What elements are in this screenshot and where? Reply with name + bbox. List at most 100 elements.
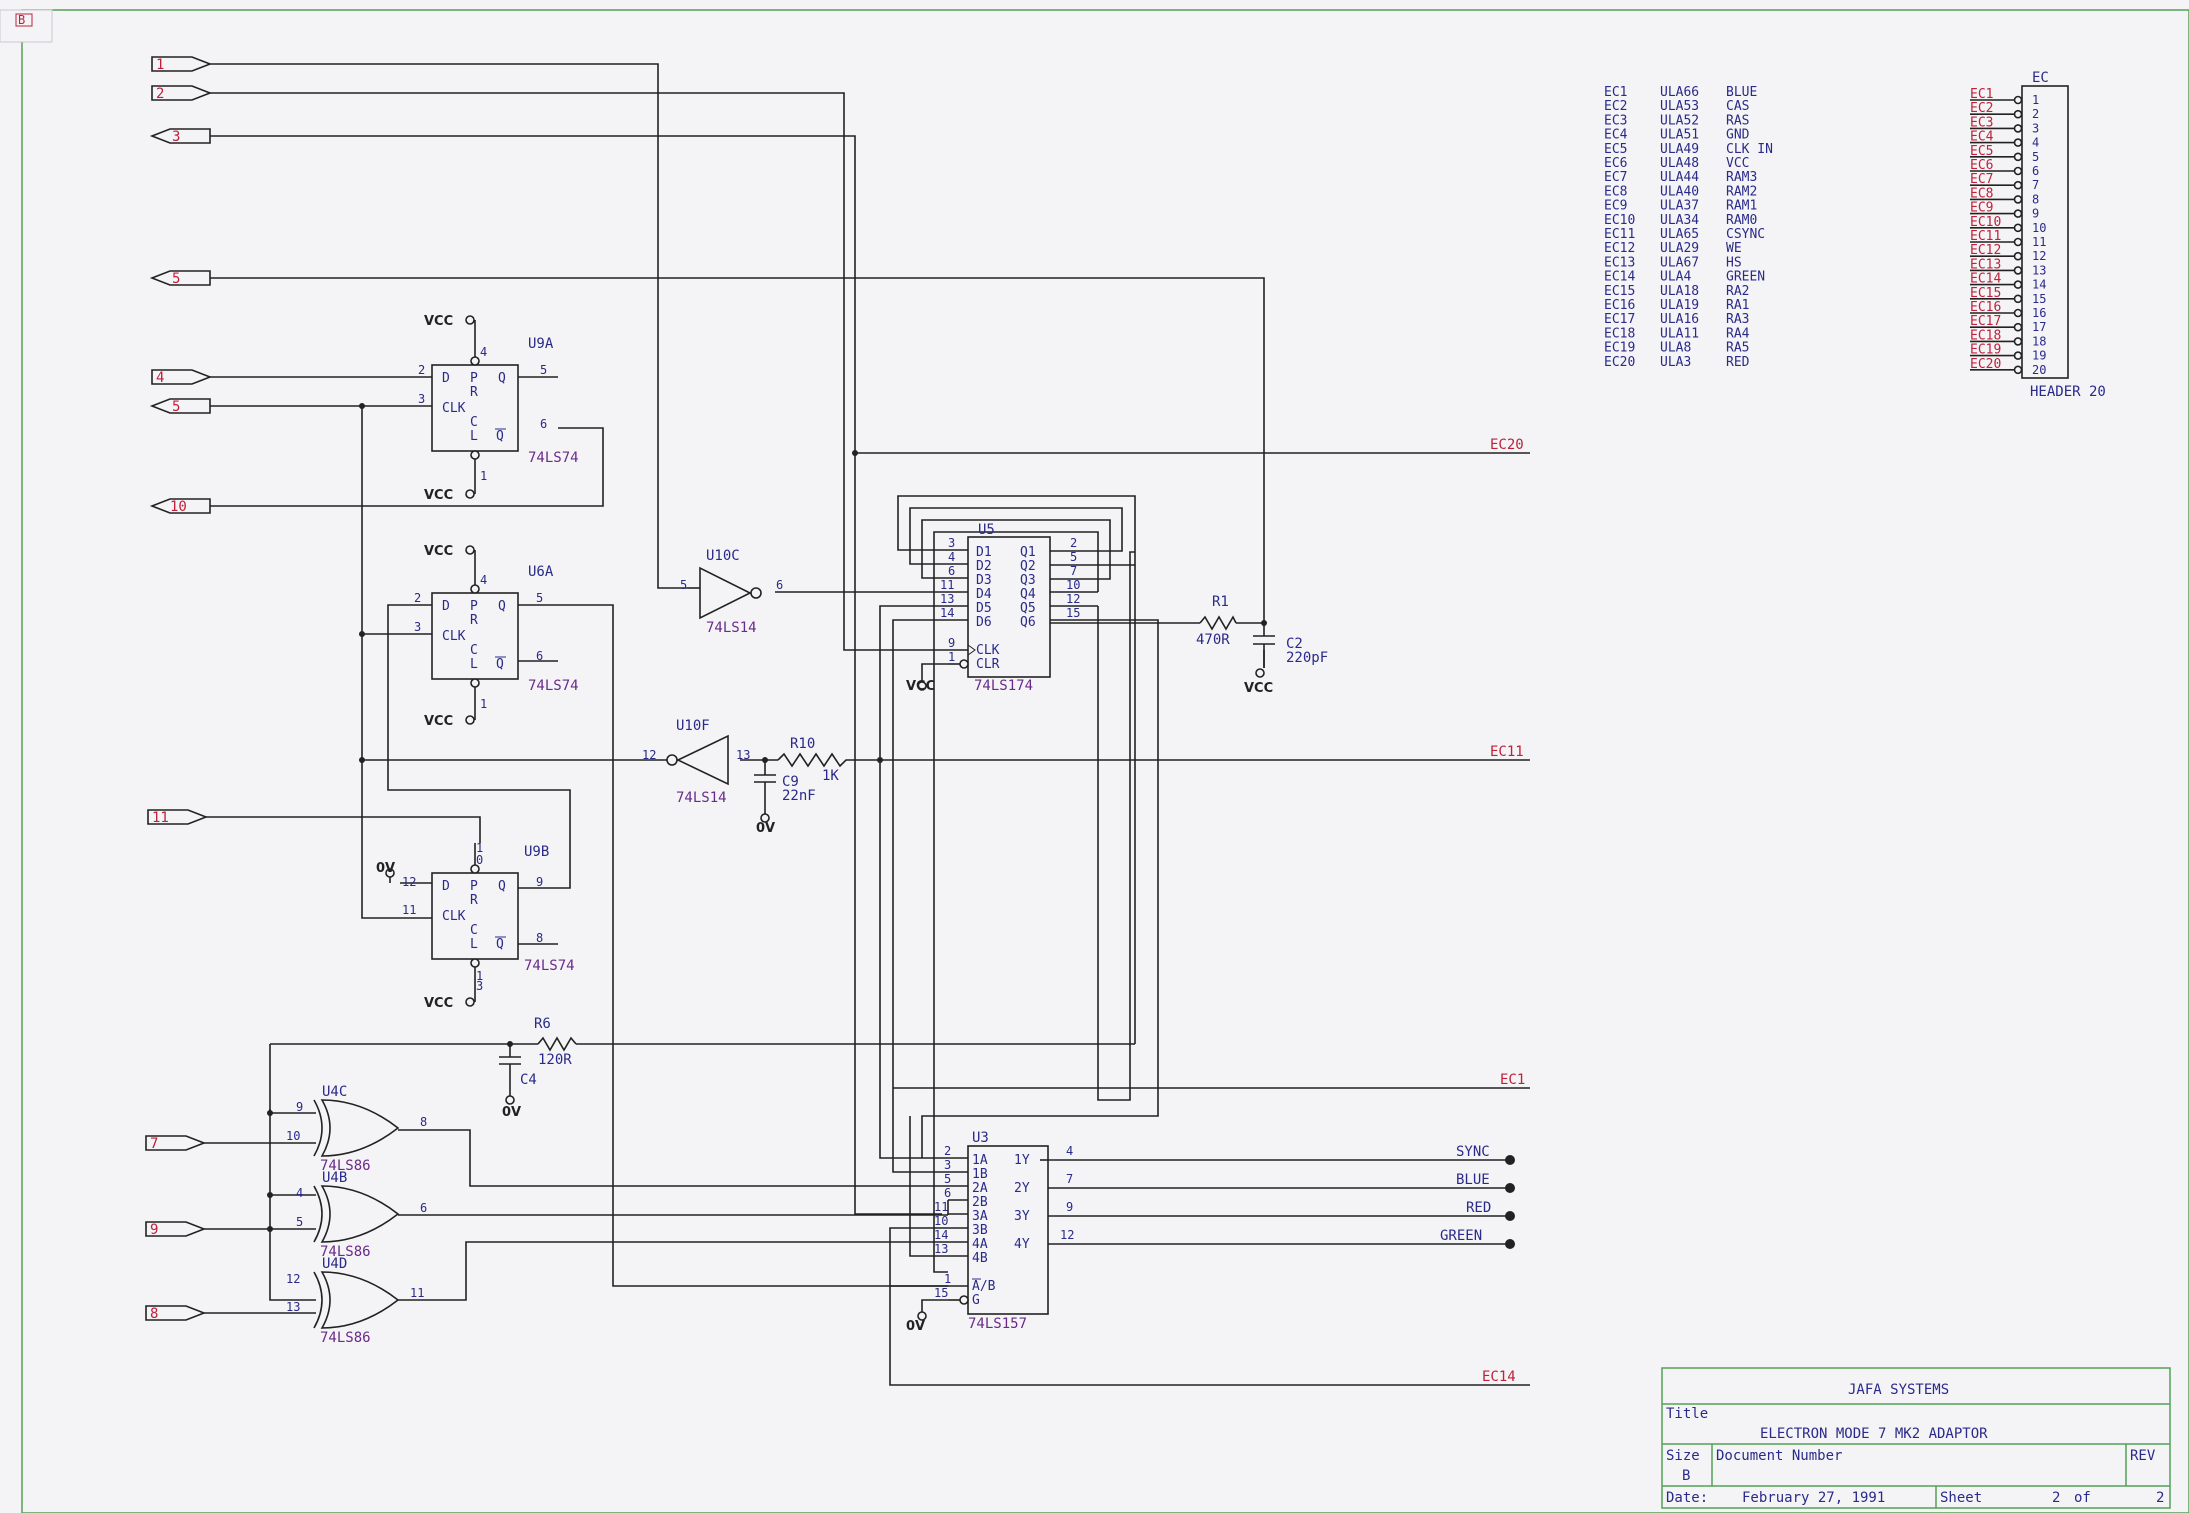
header-pin-dot	[2013, 138, 2023, 147]
port-10-label: 10	[170, 499, 187, 515]
svg-text:D: D	[442, 371, 450, 386]
r10-value: 1K	[822, 768, 839, 784]
header-pin-net: EC4	[1970, 130, 1994, 145]
header-pin-dot	[2013, 95, 2023, 105]
header-name: HEADER 20	[2030, 384, 2106, 400]
u10c-part: 74LS14	[706, 620, 757, 636]
header-pin-dot	[2013, 209, 2023, 218]
svg-text:4: 4	[480, 573, 487, 587]
port-3-label: 3	[172, 129, 180, 145]
header-pin-dot	[2013, 365, 2023, 375]
ec-table-cell: ULA29	[1660, 241, 1699, 256]
svg-text:P: P	[470, 599, 478, 614]
svg-text:9: 9	[536, 875, 543, 889]
header-pin-number: 12	[2032, 249, 2046, 263]
r6-ref: R6	[534, 1016, 551, 1032]
svg-text:L: L	[470, 657, 478, 672]
u9a-vcc-bottom: VCC	[424, 488, 453, 503]
u10f-part: 74LS14	[676, 790, 727, 806]
svg-text:9: 9	[948, 636, 955, 650]
r6-value: 120R	[538, 1052, 572, 1068]
svg-text:G: G	[972, 1293, 980, 1308]
svg-text:2: 2	[418, 363, 425, 377]
header-pin-net: EC20	[1970, 357, 2001, 372]
r1-resistor: R1 470R	[1196, 594, 1237, 648]
svg-text:4: 4	[1066, 1144, 1073, 1158]
c2-vcc: VCC	[1244, 681, 1273, 696]
r1-ref: R1	[1212, 594, 1229, 610]
port-11: 11	[147, 809, 209, 826]
u9b-vcc-bottom: VCC	[424, 996, 453, 1011]
header-pin-dot	[2013, 223, 2023, 233]
svg-text:12: 12	[1066, 592, 1080, 606]
c9-value: 22nF	[782, 788, 816, 804]
header-pin-net: EC13	[1970, 257, 2001, 272]
ec-table-cell: ULA44	[1660, 170, 1699, 185]
u4c-ref: U4C	[322, 1084, 347, 1100]
svg-text:4: 4	[296, 1186, 303, 1200]
ec-table-cell: ULA11	[1660, 326, 1699, 341]
svg-text:D4: D4	[976, 587, 992, 602]
ec-table-cell: ULA18	[1660, 284, 1699, 299]
u3-gnd: 0V	[906, 1319, 925, 1334]
svg-text:11: 11	[940, 578, 954, 592]
svg-text:5: 5	[540, 363, 547, 377]
r10-resistor: R10 1K	[777, 736, 850, 784]
header-pin-number: 11	[2032, 235, 2046, 249]
ec-table-cell: ULA53	[1660, 99, 1699, 114]
port-1: 1	[151, 56, 213, 73]
header-pin-dot	[2013, 280, 2023, 289]
ec-table-cell: ULA19	[1660, 298, 1699, 313]
r10-ref: R10	[790, 736, 815, 752]
svg-text:P: P	[470, 371, 478, 386]
svg-text:1A: 1A	[972, 1153, 988, 1168]
title-block: JAFA SYSTEMS Title ELECTRON MODE 7 MK2 A…	[1661, 1367, 2171, 1509]
r1-value: 470R	[1196, 632, 1230, 648]
c4-gnd: 0V	[502, 1105, 521, 1120]
net-ec1: EC1	[1500, 1072, 1525, 1088]
header-pin-number: 2	[2032, 107, 2039, 121]
tb-sheet-num: 2	[2052, 1490, 2060, 1506]
svg-text:0: 0	[476, 853, 483, 867]
port-9: 9	[145, 1221, 207, 1238]
svg-text:3: 3	[476, 979, 483, 993]
svg-text:Q3: Q3	[1020, 573, 1036, 588]
ec-table-cell: RA2	[1726, 284, 1749, 299]
svg-text:15: 15	[934, 1286, 948, 1300]
svg-text:7: 7	[1070, 564, 1077, 578]
svg-text:1: 1	[948, 650, 955, 664]
svg-text:1: 1	[480, 697, 487, 711]
svg-text:1: 1	[480, 469, 487, 483]
svg-text:12: 12	[286, 1272, 300, 1286]
u5-ref: U5	[978, 522, 995, 538]
ec-table-cell: ULA16	[1660, 312, 1699, 327]
header-pin-number: 7	[2032, 178, 2039, 192]
port-9-label: 9	[150, 1222, 158, 1238]
ec-table-cell: RA5	[1726, 341, 1749, 356]
header-pin-number: 4	[2032, 136, 2039, 150]
header-pin-dot	[2013, 351, 2023, 360]
u4c-part: 74LS86	[320, 1158, 371, 1174]
svg-text:D: D	[442, 599, 450, 614]
u4d-part: 74LS86	[320, 1330, 371, 1346]
svg-text:2: 2	[1070, 536, 1077, 550]
header-pin-number: 15	[2032, 292, 2046, 306]
tb-date: February 27, 1991	[1742, 1490, 1885, 1506]
svg-text:5: 5	[1070, 550, 1077, 564]
u4c-xor: 9 10 8 U4C 74LS86	[286, 1084, 427, 1174]
svg-text:2: 2	[414, 591, 421, 605]
svg-text:L: L	[470, 937, 478, 952]
svg-text:3B: 3B	[972, 1223, 988, 1238]
svg-text:Q: Q	[496, 937, 504, 952]
u9a-vcc-top: VCC	[424, 314, 453, 329]
ec-table-cell: RAM1	[1726, 199, 1757, 214]
svg-text:Q6: Q6	[1020, 615, 1036, 630]
tb-docnum-label: Document Number	[1716, 1448, 1842, 1464]
ec-table-cell: EC7	[1604, 170, 1627, 185]
svg-text:Q: Q	[498, 599, 506, 614]
header-pin-net: EC8	[1970, 186, 1993, 201]
svg-text:1: 1	[476, 969, 483, 983]
ec-table-cell: ULA48	[1660, 156, 1699, 171]
port-2-label: 2	[156, 86, 164, 102]
svg-text:2Y: 2Y	[1014, 1181, 1030, 1196]
